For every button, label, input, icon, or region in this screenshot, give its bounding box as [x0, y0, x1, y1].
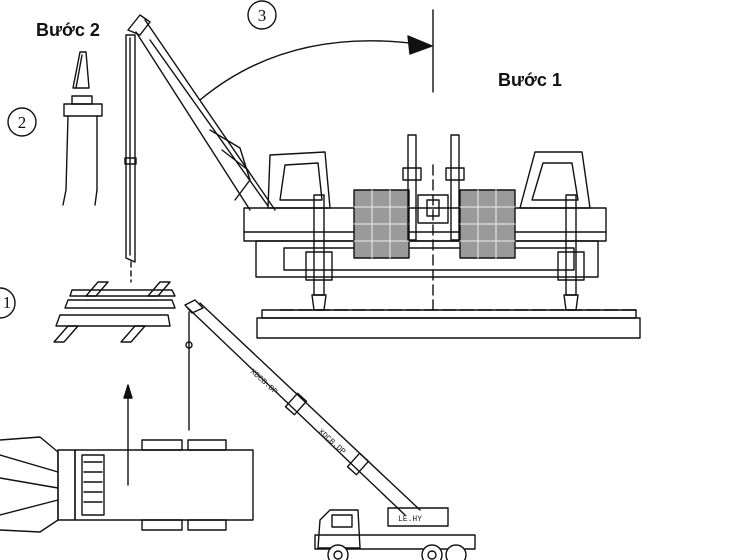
pile-gripper [62, 51, 103, 206]
upper-boom-text: XDCB.DP [248, 368, 279, 397]
carrier-body [74, 449, 254, 521]
step-marker-2: 2 [7, 107, 37, 137]
step-marker-3: 3 [247, 0, 277, 30]
step-2-label: Bước 2 [36, 20, 100, 40]
pile-carrier-vehicle [0, 384, 254, 533]
hanging-pile [124, 34, 137, 263]
left-hydraulic-column [407, 134, 417, 241]
machine-base-platform [256, 317, 641, 339]
rotation-arrow [199, 35, 433, 101]
crane-cab-text: LE.HY [398, 515, 422, 524]
step-marker-1-number: 1 [3, 293, 12, 312]
step-marker-1: 1 [0, 287, 16, 319]
step-marker-3-number: 3 [258, 6, 267, 25]
right-hydraulic-column [450, 134, 460, 241]
step-1-label: Bước 1 [498, 70, 562, 90]
upper-crane-boom [127, 14, 276, 211]
mobile-crane-truck: LE.HY [314, 507, 476, 560]
mobile-crane-boom: XDCB.DP XDCB.DP [184, 299, 421, 516]
crane-cab-box [387, 507, 449, 527]
pile-stack [53, 281, 176, 343]
lower-boom-text: XDCB.DP [316, 428, 347, 457]
machine-frame [243, 207, 607, 242]
pile-pressing-machine [243, 134, 641, 339]
left-cab [267, 151, 331, 209]
step-marker-2-number: 2 [18, 113, 27, 132]
